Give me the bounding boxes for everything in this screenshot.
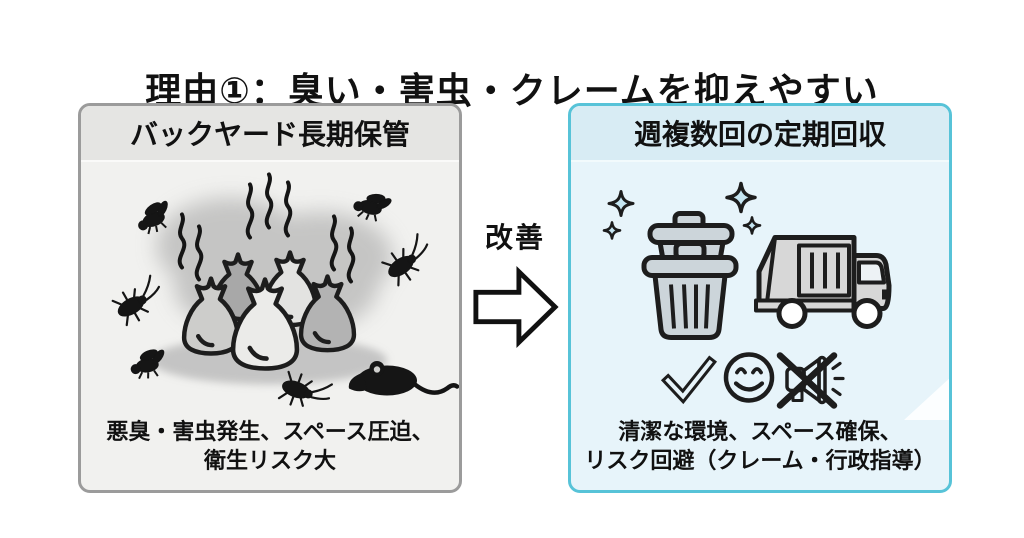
smiley-icon <box>723 352 775 403</box>
rat-icon <box>348 360 459 396</box>
before-panel: バックヤード長期保管 <box>78 103 462 493</box>
after-caption-line1: 清潔な環境、スペース確保、 <box>618 418 902 444</box>
cockroach-icon <box>109 273 170 329</box>
improvement-label: 改善 <box>484 222 545 253</box>
clean-collection-graphic <box>602 181 892 409</box>
after-panel: 週複数回の定期回収 <box>568 103 952 493</box>
improvement-transition: 改善 <box>462 216 568 350</box>
garbage-truck-icon <box>754 234 892 329</box>
right-block-arrow-icon <box>473 266 559 348</box>
after-caption-line2: リスク回避（クレーム・行政指導） <box>584 447 936 473</box>
garbage-pile-graphic <box>109 172 459 417</box>
after-panel-header: 週複数回の定期回収 <box>571 106 949 162</box>
before-panel-header: バックヤード長期保管 <box>81 106 459 162</box>
no-megaphone-icon <box>776 352 845 409</box>
checkmark-icon <box>660 355 718 405</box>
before-caption-line1: 悪臭・害虫発生、スペース圧迫、 <box>106 418 434 444</box>
dirty-storage-illustration <box>81 162 459 417</box>
clean-collection-illustration <box>571 162 949 420</box>
after-caption: 清潔な環境、スペース確保、 リスク回避（クレーム・行政指導） <box>571 417 949 490</box>
before-caption-line2: 衛生リスク大 <box>203 447 336 473</box>
trash-cans-icon <box>641 210 739 340</box>
before-caption: 悪臭・害虫発生、スペース圧迫、 衛生リスク大 <box>81 417 459 490</box>
